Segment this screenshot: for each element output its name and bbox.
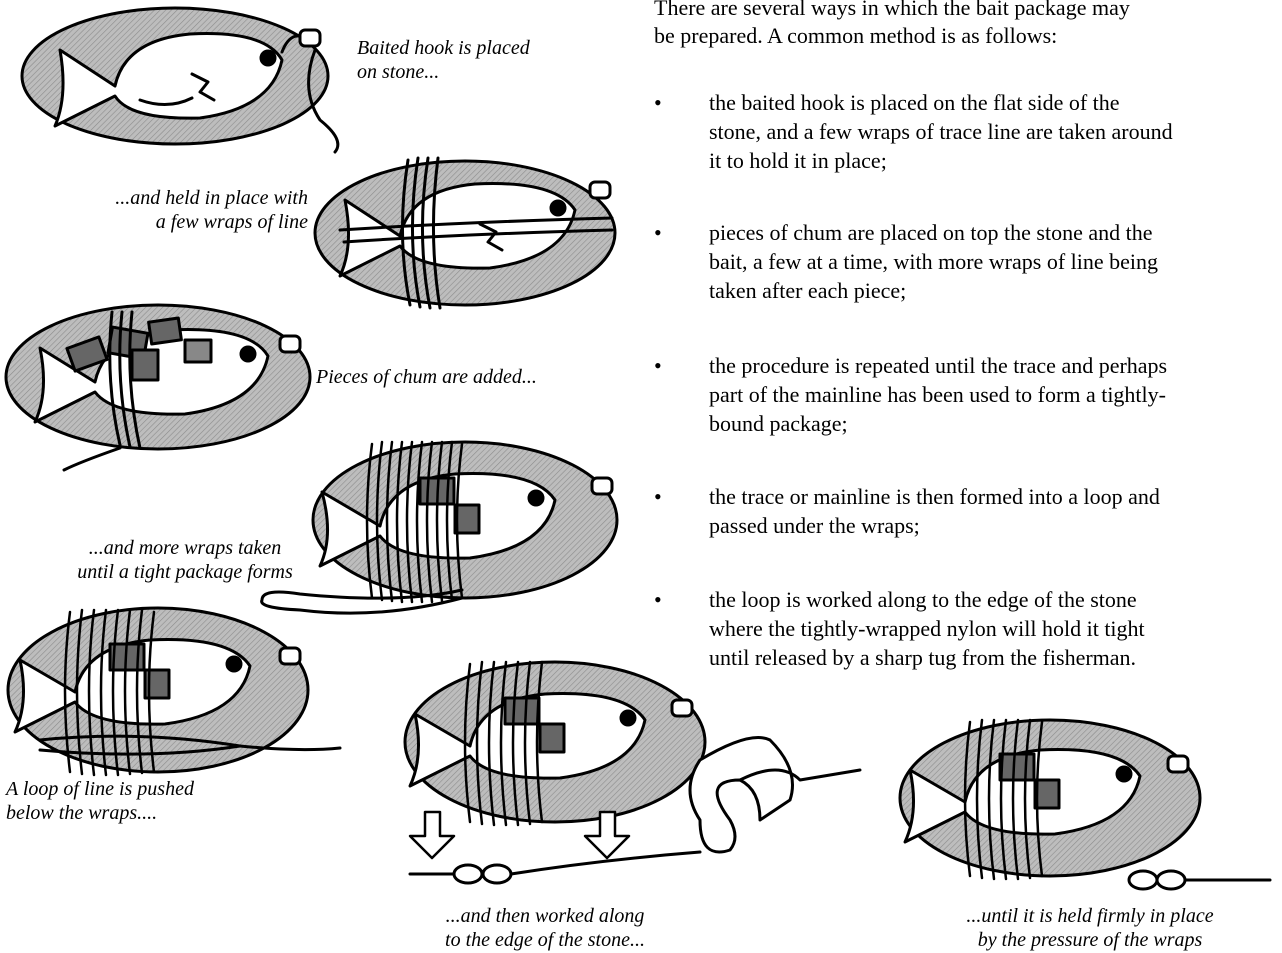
caption-baited-hook: Baited hook is placed on stone... bbox=[357, 36, 530, 84]
bullet: • bbox=[654, 482, 662, 511]
stone-with-loop-drawing bbox=[8, 608, 340, 775]
step-item: • the trace or mainline is then formed i… bbox=[654, 482, 1282, 540]
caption-chum-added: Pieces of chum are added... bbox=[316, 365, 537, 389]
intro-paragraph: There are several ways in which the bait… bbox=[654, 0, 1282, 50]
stone-with-initial-wraps-drawing bbox=[315, 158, 615, 308]
caption-more-wraps: ...and more wraps taken until a tight pa… bbox=[50, 536, 320, 584]
step-text: pieces of chum are placed on top the sto… bbox=[709, 218, 1282, 305]
step-item: • the baited hook is placed on the flat … bbox=[654, 88, 1282, 175]
package-held-firmly-drawing bbox=[900, 720, 1270, 889]
stone-with-tight-package-drawing bbox=[262, 442, 617, 613]
stone-with-chum-drawing bbox=[6, 305, 310, 470]
step-text: the loop is worked along to the edge of … bbox=[709, 585, 1282, 672]
caption-loop-pushed: A loop of line is pushed below the wraps… bbox=[6, 777, 194, 825]
step-text: the baited hook is placed on the flat si… bbox=[709, 88, 1282, 175]
step-text: the trace or mainline is then formed int… bbox=[709, 482, 1282, 540]
loop-worked-along-drawing bbox=[405, 662, 860, 883]
bullet: • bbox=[654, 218, 662, 247]
step-item: • the procedure is repeated until the tr… bbox=[654, 351, 1282, 438]
step-item: • pieces of chum are placed on top the s… bbox=[654, 218, 1282, 305]
caption-worked-along: ...and then worked along to the edge of … bbox=[410, 904, 680, 952]
stone-with-baited-hook-drawing bbox=[22, 8, 338, 152]
caption-held-firmly: ...until it is held firmly in place by t… bbox=[925, 904, 1255, 952]
caption-held-in-place: ...and held in place with a few wraps of… bbox=[40, 186, 308, 234]
step-text: the procedure is repeated until the trac… bbox=[709, 351, 1282, 438]
bullet: • bbox=[654, 88, 662, 117]
step-item: • the loop is worked along to the edge o… bbox=[654, 585, 1282, 672]
bullet: • bbox=[654, 351, 662, 380]
bullet: • bbox=[654, 585, 662, 614]
